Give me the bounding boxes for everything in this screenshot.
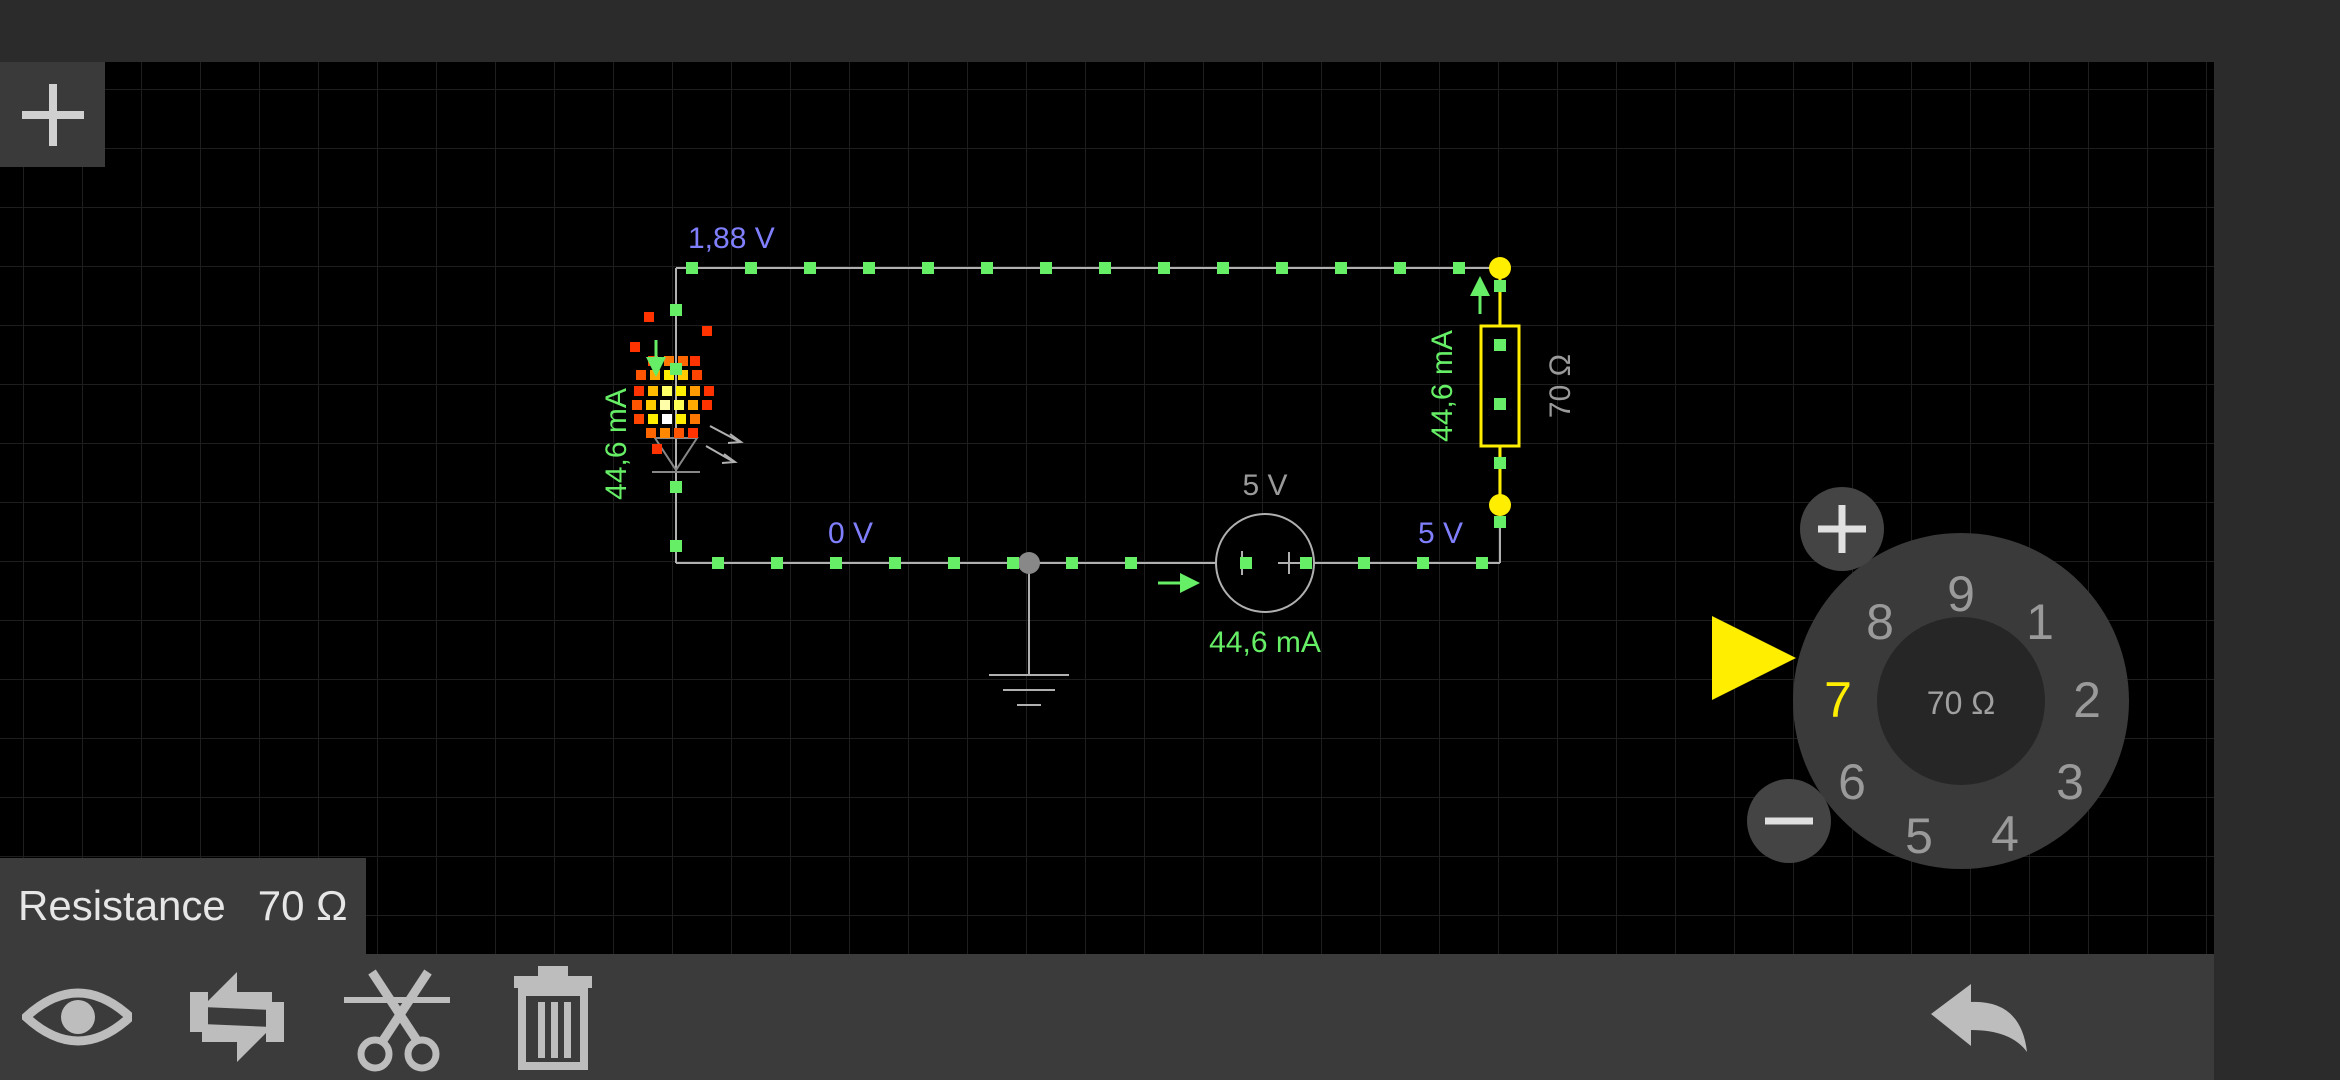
current-dot [830, 557, 842, 569]
property-panel[interactable]: Resistance 70 Ω [0, 858, 366, 954]
ground-node[interactable] [1018, 552, 1040, 574]
undo-icon [1931, 984, 2027, 1052]
current-dot [1494, 516, 1506, 528]
view-button[interactable] [22, 960, 132, 1074]
delete-button[interactable] [498, 960, 608, 1074]
current-dot [1453, 262, 1465, 274]
voltage-source[interactable] [1215, 513, 1315, 613]
current-dot [948, 557, 960, 569]
circuit-canvas[interactable]: 1,88 V 0 V 5 V 5 V 44,6 mA 44,6 mA 44,6 … [0, 62, 2214, 954]
bottom-toolbar [0, 954, 2214, 1080]
current-dot [1007, 557, 1019, 569]
current-dot [1335, 262, 1347, 274]
dial-digit[interactable]: 6 [1838, 754, 1866, 810]
scissors-icon [344, 969, 450, 1072]
dial-decrease-button[interactable] [1747, 779, 1831, 863]
dial-digit[interactable]: 9 [1947, 566, 1975, 622]
dial-digit[interactable]: 3 [2056, 754, 2084, 810]
dial-digit[interactable]: 5 [1905, 808, 1933, 864]
add-component-button[interactable] [0, 62, 105, 167]
resistor-terminal-bottom[interactable] [1489, 494, 1511, 516]
top-bar [0, 0, 2214, 62]
plus-icon [21, 83, 84, 146]
rotate-icon [190, 972, 284, 1062]
voltage-label-top-left: 1,88 V [688, 222, 775, 255]
current-dot [1240, 557, 1252, 569]
current-dot [1125, 557, 1137, 569]
current-dot [1066, 557, 1078, 569]
current-dot [670, 481, 682, 493]
voltage-label-bottom-left: 0 V [828, 517, 873, 550]
current-dot [1494, 398, 1506, 410]
current-dot [1040, 262, 1052, 274]
circuit-diagram[interactable]: 1,88 V 0 V 5 V 5 V 44,6 mA 44,6 mA 44,6 … [0, 62, 2214, 954]
dial-digit[interactable]: 8 [1866, 594, 1894, 650]
resistor-current-label: 44,6 mA [1426, 330, 1459, 442]
current-dot [1276, 262, 1288, 274]
current-dot [745, 262, 757, 274]
property-value[interactable]: 70 Ω [257, 882, 348, 929]
current-dot [670, 540, 682, 552]
current-dot [1494, 280, 1506, 292]
current-dot [1476, 557, 1488, 569]
current-dot [1300, 557, 1312, 569]
current-flow-dots [670, 262, 1506, 569]
current-dot [1099, 262, 1111, 274]
source-current-label: 44,6 mA [1209, 626, 1321, 659]
current-dot [889, 557, 901, 569]
dial-increase-button[interactable] [1800, 487, 1884, 571]
property-label: Resistance [18, 882, 226, 929]
current-dot [922, 262, 934, 274]
current-dot [670, 304, 682, 316]
led-current-label: 44,6 mA [600, 388, 633, 500]
dial-digit[interactable]: 2 [2073, 672, 2101, 728]
dial-digit[interactable]: 1 [2026, 594, 2054, 650]
current-dot [712, 557, 724, 569]
dial-center [1877, 617, 2045, 785]
current-dot [1358, 557, 1370, 569]
rotate-button[interactable] [182, 960, 292, 1074]
current-arrows [646, 276, 1490, 593]
eye-icon [22, 988, 132, 1046]
current-dot [686, 262, 698, 274]
current-dot [670, 363, 682, 375]
source-voltage-label: 5 V [1242, 469, 1287, 502]
resistor-terminal-top[interactable] [1489, 257, 1511, 279]
dial-pointer [1712, 616, 1796, 700]
dial-digit[interactable]: 4 [1991, 806, 2019, 862]
voltage-label-bottom-right: 5 V [1418, 517, 1463, 550]
resistor-value-label: 70 Ω [1544, 354, 1577, 418]
trash-icon [514, 966, 592, 1070]
current-dot [771, 557, 783, 569]
current-dot [1494, 457, 1506, 469]
current-dot [804, 262, 816, 274]
right-side-bar [2214, 0, 2340, 1080]
current-dot [981, 262, 993, 274]
current-dot [1417, 557, 1429, 569]
cut-button[interactable] [342, 960, 452, 1074]
current-dot [1394, 262, 1406, 274]
current-dot [1494, 339, 1506, 351]
undo-button[interactable] [1920, 960, 2040, 1074]
current-dot [1217, 262, 1229, 274]
dial-digit[interactable]: 7 [1824, 672, 1852, 728]
led-emission-arrows [705, 425, 744, 464]
ground-symbol[interactable] [989, 674, 1069, 706]
dial-center-value: 70 Ω [1927, 685, 1995, 721]
current-dot [1158, 262, 1170, 274]
current-dot [863, 262, 875, 274]
